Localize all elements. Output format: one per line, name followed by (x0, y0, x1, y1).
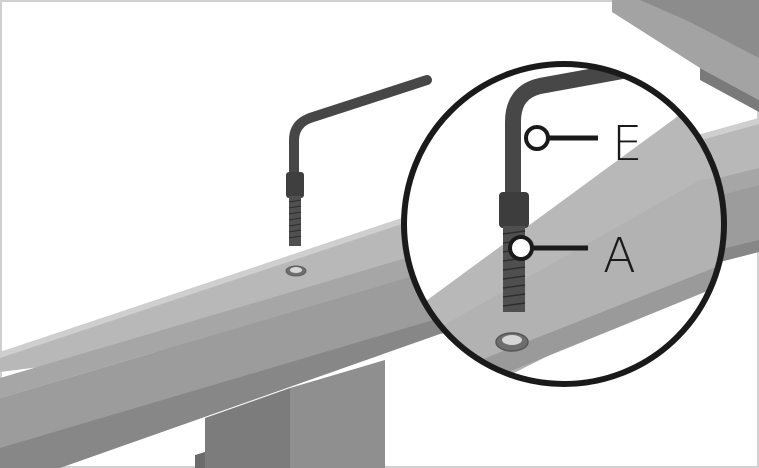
callout-e-label: E (612, 116, 642, 172)
bolt-hole-highlight (290, 267, 302, 273)
callout-a-marker (510, 237, 532, 259)
callout-a-label: A (603, 228, 636, 284)
callout-e-marker (526, 127, 548, 149)
